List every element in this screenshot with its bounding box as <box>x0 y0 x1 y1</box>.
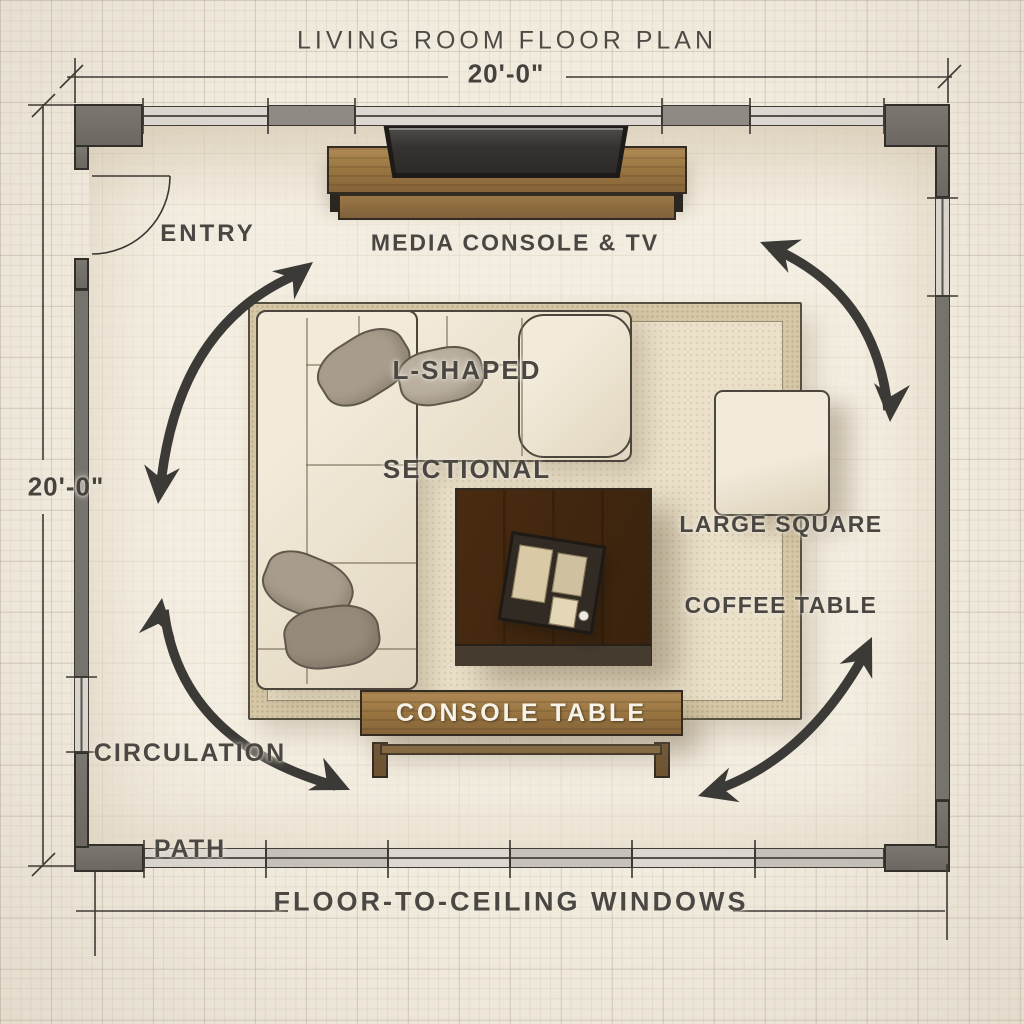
tray-cup <box>577 609 591 623</box>
windows-label: FLOOR-TO-CEILING WINDOWS <box>273 886 749 917</box>
sofa-seam <box>306 318 308 684</box>
window-top <box>143 106 268 126</box>
door-jamb <box>74 258 89 290</box>
sectional-label-line2: SECTIONAL <box>382 454 552 484</box>
wall-top-segment <box>662 105 750 126</box>
wall-right <box>935 296 950 800</box>
coffee-table <box>455 488 652 666</box>
tray-book <box>551 552 588 597</box>
coffee-table-base <box>455 644 651 666</box>
wall-corner-top-right <box>884 104 950 147</box>
window-top <box>355 106 662 126</box>
sofa-seam <box>446 316 448 366</box>
tv-screen <box>388 128 624 173</box>
window-top <box>750 106 884 126</box>
window-bottom <box>755 848 884 868</box>
wall-right-upper <box>935 145 950 198</box>
sofa-chaise-arm <box>518 314 632 458</box>
ottoman <box>714 390 830 516</box>
wall-corner-bottom-right <box>884 844 950 872</box>
dimension-left-value: 20'-0" <box>27 471 105 502</box>
tray-book <box>548 596 579 629</box>
window-left <box>74 677 89 752</box>
wall-left-upper <box>74 145 89 170</box>
window-bottom <box>266 848 388 868</box>
coffee-table-label-line1: LARGE SQUARE <box>679 511 883 537</box>
entry-label: ENTRY <box>160 220 256 247</box>
circulation-label-line1: CIRCULATION <box>93 739 287 767</box>
window-bottom <box>388 848 510 868</box>
media-console-foot <box>330 194 339 212</box>
console-table-label: CONSOLE TABLE <box>395 698 648 727</box>
circulation-label-line2: PATH <box>153 835 227 863</box>
console-table-stretcher <box>380 744 662 755</box>
coffee-table-label-line2: COFFEE TABLE <box>684 592 878 618</box>
window-bottom <box>632 848 755 868</box>
media-console-shelf <box>338 194 676 220</box>
window-bottom <box>144 848 266 868</box>
wall-corner-top-left <box>74 104 143 147</box>
window-right <box>935 198 950 296</box>
window-bottom <box>510 848 632 868</box>
wall-top-segment <box>268 105 355 126</box>
tv <box>383 124 629 178</box>
wall-right-lower <box>935 800 950 848</box>
tray-book <box>511 544 554 604</box>
circulation-label: CIRCULATION PATH <box>94 673 286 929</box>
console-table: CONSOLE TABLE <box>360 690 683 736</box>
coffee-table-label: LARGE SQUARE COFFEE TABLE <box>679 457 882 673</box>
page-title: LIVING ROOM FLOOR PLAN <box>296 26 718 55</box>
media-console-foot <box>674 194 683 212</box>
wall-left-lower <box>74 752 89 848</box>
sofa-seam <box>521 318 523 456</box>
sofa-seam <box>306 464 416 466</box>
sectional-label-line1: L-SHAPED <box>392 355 542 385</box>
sofa-seam <box>306 562 416 564</box>
wall-corner-bottom-left <box>74 844 144 872</box>
dimension-top-value: 20'-0" <box>467 58 545 89</box>
sectional-label: L-SHAPED SECTIONAL <box>383 288 551 552</box>
media-console-label: MEDIA CONSOLE & TV <box>370 229 660 256</box>
